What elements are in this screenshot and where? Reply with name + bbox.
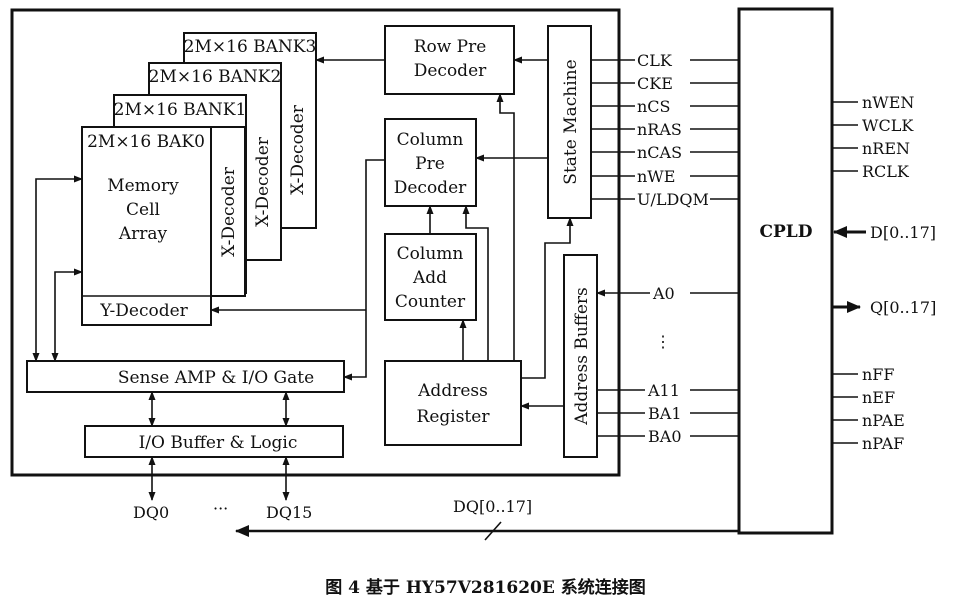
bank-0-label: 2M×16 BAK0 xyxy=(87,132,205,152)
bank-3-label: 2M×16 BANK3 xyxy=(184,37,317,57)
state-machine-label: State Machine xyxy=(561,59,581,184)
dq0-label: DQ0 xyxy=(133,503,169,522)
sdram-chip-outline xyxy=(10,8,621,477)
column-pre-decoder-line-2: Pre xyxy=(415,154,445,174)
signal-ncas: nCAS xyxy=(637,143,682,162)
cpld: CPLD xyxy=(737,7,834,535)
address-signal-lines xyxy=(596,289,739,437)
memory-cell-array-line-1: Memory xyxy=(107,176,179,196)
dq-bus-label: DQ[0..17] xyxy=(453,497,532,516)
signal-wclk: WCLK xyxy=(862,116,914,135)
address-buffers: Address Buffers xyxy=(563,254,598,458)
dq-dots: ··· xyxy=(213,499,228,518)
signal-nff: nFF xyxy=(862,365,895,384)
signal-nwe: nWE xyxy=(637,167,675,186)
address-buffers-label: Address Buffers xyxy=(572,287,592,426)
state-machine: State Machine xyxy=(547,25,592,219)
signal-data-out: Q[0..17] xyxy=(870,298,936,317)
column-pre-decoder-line-3: Decoder xyxy=(394,178,467,198)
signal-nren: nREN xyxy=(862,139,910,158)
row-pre-decoder-line-2: Decoder xyxy=(414,61,487,81)
signal-data-in: D[0..17] xyxy=(870,223,936,242)
signal-nef: nEF xyxy=(862,388,895,407)
signal-dots: ⋮ xyxy=(655,332,671,351)
signal-npaf: nPAF xyxy=(862,434,904,453)
memory-cell-array-line-2: Cell xyxy=(126,200,160,220)
bank-0: 2M×16 BAK0 Memory Cell Array X-Decoder Y… xyxy=(81,126,246,326)
bank-1-label: 2M×16 BANK1 xyxy=(114,100,247,120)
y-decoder-label: Y-Decoder xyxy=(99,301,188,321)
signal-npae: nPAE xyxy=(862,411,905,430)
io-buffer-logic: I/O Buffer & Logic xyxy=(84,425,344,458)
sense-amp-io-gate: Sense AMP & I/O Gate xyxy=(26,360,345,393)
signal-a0: A0 xyxy=(652,284,675,303)
signal-rclk: RCLK xyxy=(862,162,910,181)
signal-ldqm: U/LDQM xyxy=(637,190,709,209)
bank-3-x-decoder: X-Decoder xyxy=(288,104,308,195)
dq-bus xyxy=(235,521,739,541)
column-pre-decoder-line-1: Column xyxy=(397,130,464,150)
signal-clk: CLK xyxy=(637,51,673,70)
column-add-counter-line-1: Column xyxy=(397,244,464,264)
io-buffer-label: I/O Buffer & Logic xyxy=(139,433,298,453)
signal-ba0: BA0 xyxy=(648,427,682,446)
signal-nwen: nWEN xyxy=(862,93,914,112)
address-register-line-1: Address xyxy=(417,381,488,401)
signal-nras: nRAS xyxy=(637,120,682,139)
row-pre-decoder: Row Pre Decoder xyxy=(384,25,515,95)
bank-2-label: 2M×16 BANK2 xyxy=(149,67,282,87)
column-add-counter-line-3: Counter xyxy=(395,292,466,312)
address-register: Address Register xyxy=(384,360,522,446)
sense-amp-label: Sense AMP & I/O Gate xyxy=(118,368,314,388)
memory-cell-array-line-3: Array xyxy=(118,224,168,244)
column-pre-decoder: Column Pre Decoder xyxy=(384,118,477,207)
cpld-label: CPLD xyxy=(759,222,812,242)
address-register-line-2: Register xyxy=(417,407,491,427)
column-add-counter: Column Add Counter xyxy=(384,233,477,321)
bank-0-x-decoder: X-Decoder xyxy=(219,166,239,257)
column-add-counter-line-2: Add xyxy=(412,268,447,288)
internal-connections xyxy=(32,56,574,501)
signal-ba1: BA1 xyxy=(648,404,682,423)
control-signal-lines xyxy=(591,59,739,200)
bank-2-x-decoder: X-Decoder xyxy=(253,136,273,227)
cpld-right-lines xyxy=(832,101,866,444)
figure-caption: 图 4 基于 HY57V281620E 系统连接图 xyxy=(325,578,646,598)
dq15-label: DQ15 xyxy=(266,503,312,522)
signal-ncs: nCS xyxy=(637,97,671,116)
row-pre-decoder-line-1: Row Pre xyxy=(414,37,487,57)
signal-a11: A11 xyxy=(647,381,680,400)
signal-cke: CKE xyxy=(637,74,673,93)
